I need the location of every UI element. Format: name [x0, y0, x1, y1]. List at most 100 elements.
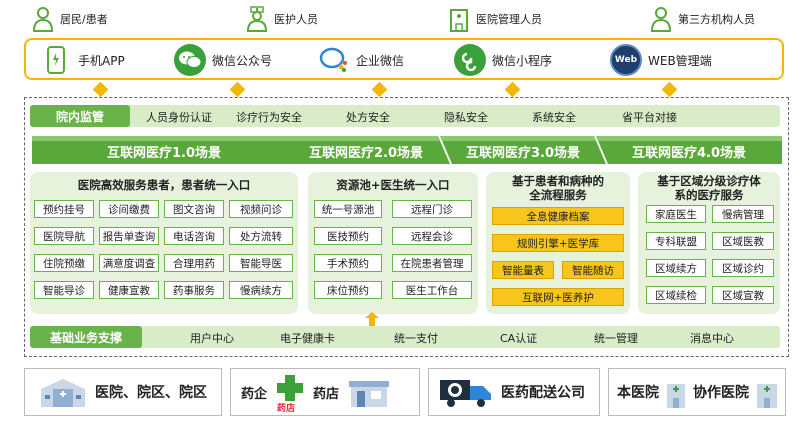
- bottom-hospital-network: 本医院 协作医院: [608, 368, 786, 416]
- channel-work-wechat[interactable]: 企业微信: [318, 44, 404, 76]
- monitor-bar: 院内监管 人员身份认证 诊疗行为安全 处方安全 隐私安全 系统安全 省平台对接: [30, 105, 780, 127]
- channel-label: 微信小程序: [492, 53, 553, 68]
- service-cell[interactable]: 在院患者管理: [392, 254, 472, 272]
- persona-label: 医院管理人员: [476, 13, 542, 26]
- connector-diamond: [92, 81, 109, 98]
- panel-hospital-service: 医院高效服务患者，患者统一入口 预约挂号 诊间缴费 图文咨询 视频问诊 医院导航…: [30, 172, 298, 314]
- hospital-building-icon: [41, 379, 85, 407]
- service-cell[interactable]: 电话咨询: [164, 227, 224, 245]
- service-cell[interactable]: 医生工作台: [392, 281, 472, 299]
- bottom-label: 医药配送公司: [501, 385, 585, 401]
- service-cell[interactable]: 远程门诊: [392, 200, 472, 218]
- service-cell[interactable]: 报告单查询: [99, 227, 159, 245]
- service-cell[interactable]: 家庭医生: [646, 205, 706, 223]
- service-cell[interactable]: 手术预约: [314, 254, 382, 272]
- service-cell[interactable]: 智能随访: [562, 261, 624, 279]
- panel-title: 资源池+医生统一入口: [336, 178, 450, 192]
- scene-banner-4: 互联网医疗4.0场景: [596, 136, 782, 164]
- service-cell[interactable]: 健康宣教: [99, 281, 159, 299]
- service-cell[interactable]: 统一号源池: [314, 200, 382, 218]
- service-cell[interactable]: 合理用药: [164, 254, 224, 272]
- service-cell[interactable]: 区域诊约: [712, 259, 774, 277]
- service-cell[interactable]: 满意度调查: [99, 254, 159, 272]
- delivery-truck-icon: [440, 380, 491, 407]
- service-cell[interactable]: 区域续方: [646, 259, 706, 277]
- service-cell[interactable]: 区域医教: [712, 232, 774, 250]
- persona-label: 居民/患者: [60, 13, 108, 26]
- service-cell[interactable]: 图文咨询: [164, 200, 224, 218]
- connector-diamond: [229, 81, 246, 98]
- service-cell[interactable]: 互联网+医养护: [492, 288, 624, 306]
- service-cell[interactable]: 住院预缴: [34, 254, 94, 272]
- persona-third-party: 第三方机构人员: [650, 6, 755, 32]
- service-cell[interactable]: 医技预约: [314, 227, 382, 245]
- channel-app[interactable]: 手机APP: [40, 44, 125, 76]
- service-cell[interactable]: 远程会诊: [392, 227, 472, 245]
- channel-miniprogram[interactable]: 微信小程序: [454, 44, 552, 76]
- channel-label: 微信公众号: [212, 53, 273, 68]
- service-cell[interactable]: 医院导航: [34, 227, 94, 245]
- persona-label: 医护人员: [274, 13, 318, 26]
- service-cell[interactable]: 规则引擎+医学库: [492, 234, 624, 252]
- panel-title: 医院高效服务患者，患者统一入口: [77, 178, 251, 192]
- monitor-item: 隐私安全: [444, 111, 488, 124]
- connector-diamond: [504, 81, 521, 98]
- doctor-icon: [246, 6, 268, 32]
- persona-medical-staff: 医护人员: [246, 6, 318, 32]
- service-cell[interactable]: 专科联盟: [646, 232, 706, 250]
- service-cell[interactable]: 区域续检: [646, 286, 706, 304]
- monitor-item: 系统安全: [532, 111, 576, 124]
- service-cell[interactable]: 智能导医: [229, 254, 293, 272]
- hospital-building-icon: [450, 9, 468, 32]
- persona-patient: 居民/患者: [32, 6, 108, 32]
- service-cell[interactable]: 床位预约: [314, 281, 382, 299]
- hospital-icon: [667, 384, 685, 408]
- main-frame: [24, 97, 789, 357]
- panel-title: 系的医疗服务: [674, 188, 744, 202]
- base-item: 统一管理: [594, 332, 638, 345]
- persona-hospital-admin: 医院管理人员: [448, 6, 542, 32]
- channel-web[interactable]: Web WEB管理端: [610, 44, 712, 76]
- service-cell[interactable]: 处方流转: [229, 227, 293, 245]
- base-support-bar: 基础业务支撑 用户中心 电子健康卡 统一支付 CA认证 统一管理 消息中心: [30, 326, 780, 348]
- bottom-hospitals: 医院、院区、院区: [24, 368, 222, 416]
- service-cell[interactable]: 慢病管理: [712, 205, 774, 223]
- connector-diamond: [661, 81, 678, 98]
- bottom-label: 协作医院: [693, 385, 749, 401]
- scene-banner-2: 互联网医疗2.0场景: [282, 136, 450, 164]
- bottom-label: 医院、院区、院区: [95, 385, 207, 401]
- panel-regional-care: 基于区域分级诊疗体 系的医疗服务 家庭医生 慢病管理 专科联盟 区域医教 区域续…: [638, 172, 780, 314]
- service-cell[interactable]: 智能导诊: [34, 281, 94, 299]
- base-item: 电子健康卡: [280, 332, 335, 345]
- service-cell[interactable]: 药事服务: [164, 281, 224, 299]
- phone-icon: [40, 44, 72, 76]
- channel-wechat-official[interactable]: 微信公众号: [174, 44, 272, 76]
- service-cell[interactable]: 视频问诊: [229, 200, 293, 218]
- monitor-item: 诊疗行为安全: [236, 111, 302, 124]
- work-wechat-icon: [318, 44, 350, 76]
- scene-banner-3: 互联网医疗3.0场景: [440, 136, 606, 164]
- bottom-label: 药企: [241, 386, 268, 402]
- monitor-item: 人员身份认证: [146, 111, 212, 124]
- channel-label: WEB管理端: [648, 53, 712, 68]
- service-cell[interactable]: 智能量表: [492, 261, 554, 279]
- bottom-label: 药店: [313, 386, 340, 402]
- channel-label: 企业微信: [356, 53, 405, 68]
- panel-resource-pool: 资源池+医生统一入口 统一号源池 远程门诊 医技预约 远程会诊 手术预约 在院患…: [308, 172, 478, 314]
- service-cell[interactable]: 诊间缴费: [99, 200, 159, 218]
- connector-diamond: [371, 81, 388, 98]
- service-cell[interactable]: 预约挂号: [34, 200, 94, 218]
- base-bar-tag: 基础业务支撑: [30, 326, 142, 348]
- web-icon: Web: [610, 44, 642, 76]
- service-cell[interactable]: 慢病续方: [229, 281, 293, 299]
- panel-title: 基于区域分级诊疗体: [657, 174, 761, 188]
- monitor-item: 省平台对接: [622, 111, 677, 124]
- channel-label: 手机APP: [78, 53, 125, 68]
- service-cell[interactable]: 区域宣教: [712, 286, 774, 304]
- hospital-icon: [757, 384, 777, 408]
- monitor-item: 处方安全: [346, 111, 390, 124]
- service-cell[interactable]: 全息健康档案: [492, 207, 624, 225]
- wechat-icon: [174, 44, 206, 76]
- bottom-label: 本医院: [617, 385, 659, 401]
- scene-label: 互联网医疗2.0场景: [308, 146, 424, 161]
